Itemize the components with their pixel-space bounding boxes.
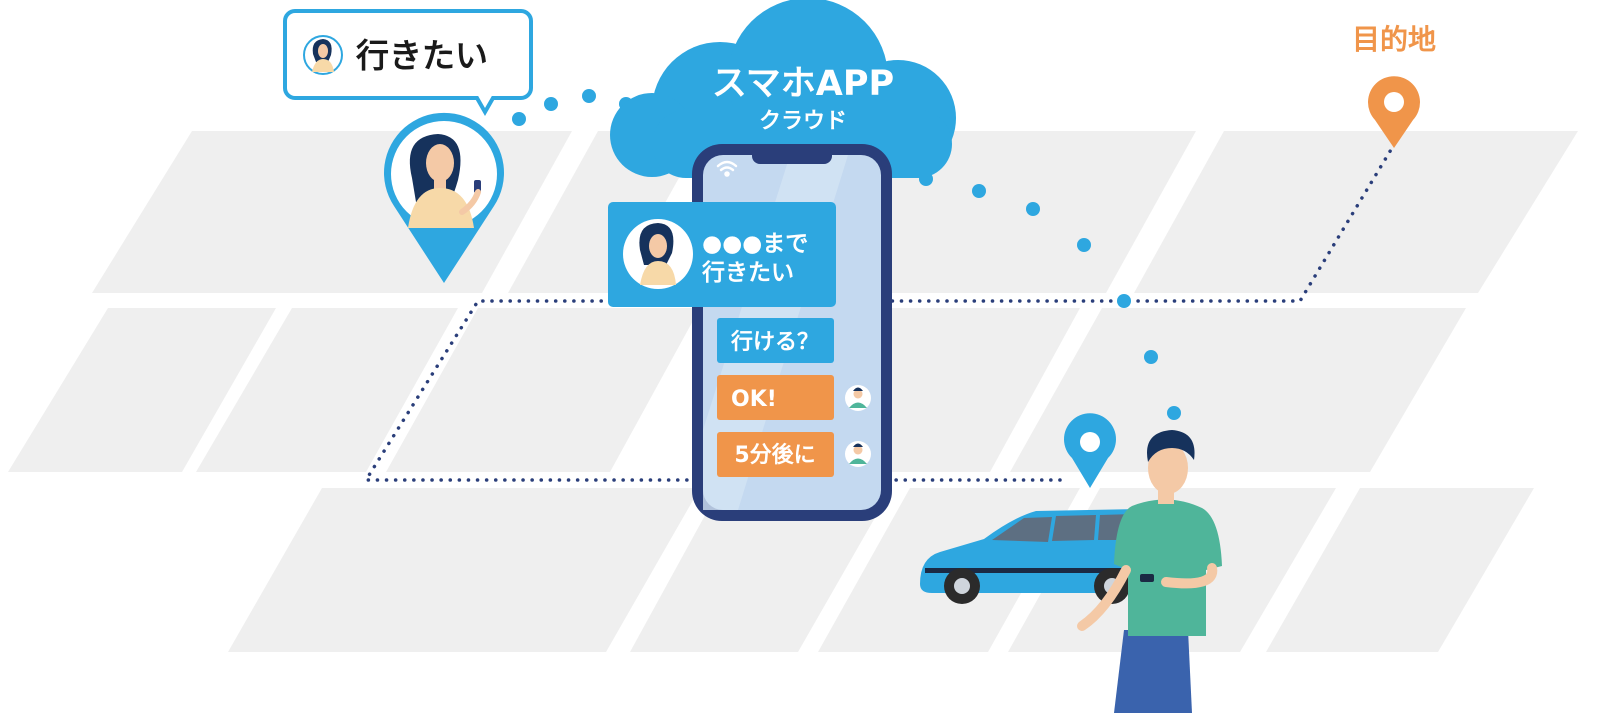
connection-dot xyxy=(1117,294,1131,308)
man-arm-phone xyxy=(1161,563,1218,589)
car-hub xyxy=(954,578,970,594)
man-arm xyxy=(1077,565,1131,631)
man-legs xyxy=(1114,630,1192,713)
chat-message-eta: 5分後に xyxy=(717,432,871,477)
connection-dot xyxy=(1167,406,1181,420)
map-block xyxy=(1010,308,1466,472)
connection-dot xyxy=(512,112,526,126)
chat-message-text: 5分後に xyxy=(734,442,815,468)
chat-message-text: OK! xyxy=(731,387,777,412)
map-block xyxy=(196,308,458,472)
connection-dot xyxy=(1144,350,1158,364)
chat-message-ok: OK! xyxy=(717,375,871,420)
chat-bubble-bg xyxy=(717,318,834,363)
man-shirt xyxy=(1114,499,1222,636)
taxi-car xyxy=(920,509,1174,604)
driver-avatar-icon xyxy=(845,441,871,467)
car-window-rear xyxy=(992,517,1052,542)
speech-bubble-text: 行きたい xyxy=(355,36,488,75)
phone-notch xyxy=(752,146,832,164)
request-text-line2: 行きたい xyxy=(701,259,794,286)
connection-dot xyxy=(582,89,596,103)
man-head xyxy=(1148,442,1188,494)
destination-label: 目的地 xyxy=(1352,23,1436,56)
map-block xyxy=(1134,131,1578,293)
chat-bubble-bg xyxy=(717,432,834,477)
map-block xyxy=(8,308,276,472)
cloud-title: スマホAPP xyxy=(712,64,894,104)
map-block xyxy=(1266,488,1534,652)
destination-pin-icon xyxy=(1368,76,1420,148)
car-window-mid xyxy=(1052,515,1096,541)
driver-avatar-icon xyxy=(845,385,871,411)
woman-avatar-figure xyxy=(639,223,676,285)
man-phone-icon xyxy=(1140,574,1154,582)
chat-message-text: 行ける？ xyxy=(730,329,819,355)
woman-avatar-icon xyxy=(303,35,343,75)
map-block xyxy=(228,488,700,652)
connection-dot xyxy=(1026,202,1040,216)
map-block xyxy=(386,308,700,472)
wifi-icon xyxy=(716,160,738,177)
route-path xyxy=(362,146,1394,482)
woman-figure xyxy=(408,134,481,228)
passenger-location-pin xyxy=(384,112,504,283)
route-line xyxy=(362,146,1394,482)
map-block xyxy=(630,488,892,652)
request-card: ●●●まで 行きたい xyxy=(608,202,836,307)
connection-dot xyxy=(544,97,558,111)
connection-dot xyxy=(1077,238,1091,252)
chat-message-ask: 行ける？ xyxy=(717,318,834,363)
request-text-line1: ●●●まで xyxy=(702,231,808,257)
driver-location-pin-icon xyxy=(1064,413,1117,488)
chat-bubble-bg xyxy=(717,375,834,420)
driver-man xyxy=(1077,430,1222,713)
man-hair xyxy=(1147,430,1195,462)
speech-bubble-shape xyxy=(283,9,533,117)
car-stripe xyxy=(925,568,1155,573)
connection-dot xyxy=(972,184,986,198)
cloud-subtitle: クラウド xyxy=(759,109,847,134)
speech-bubble: 行きたい xyxy=(283,9,533,117)
